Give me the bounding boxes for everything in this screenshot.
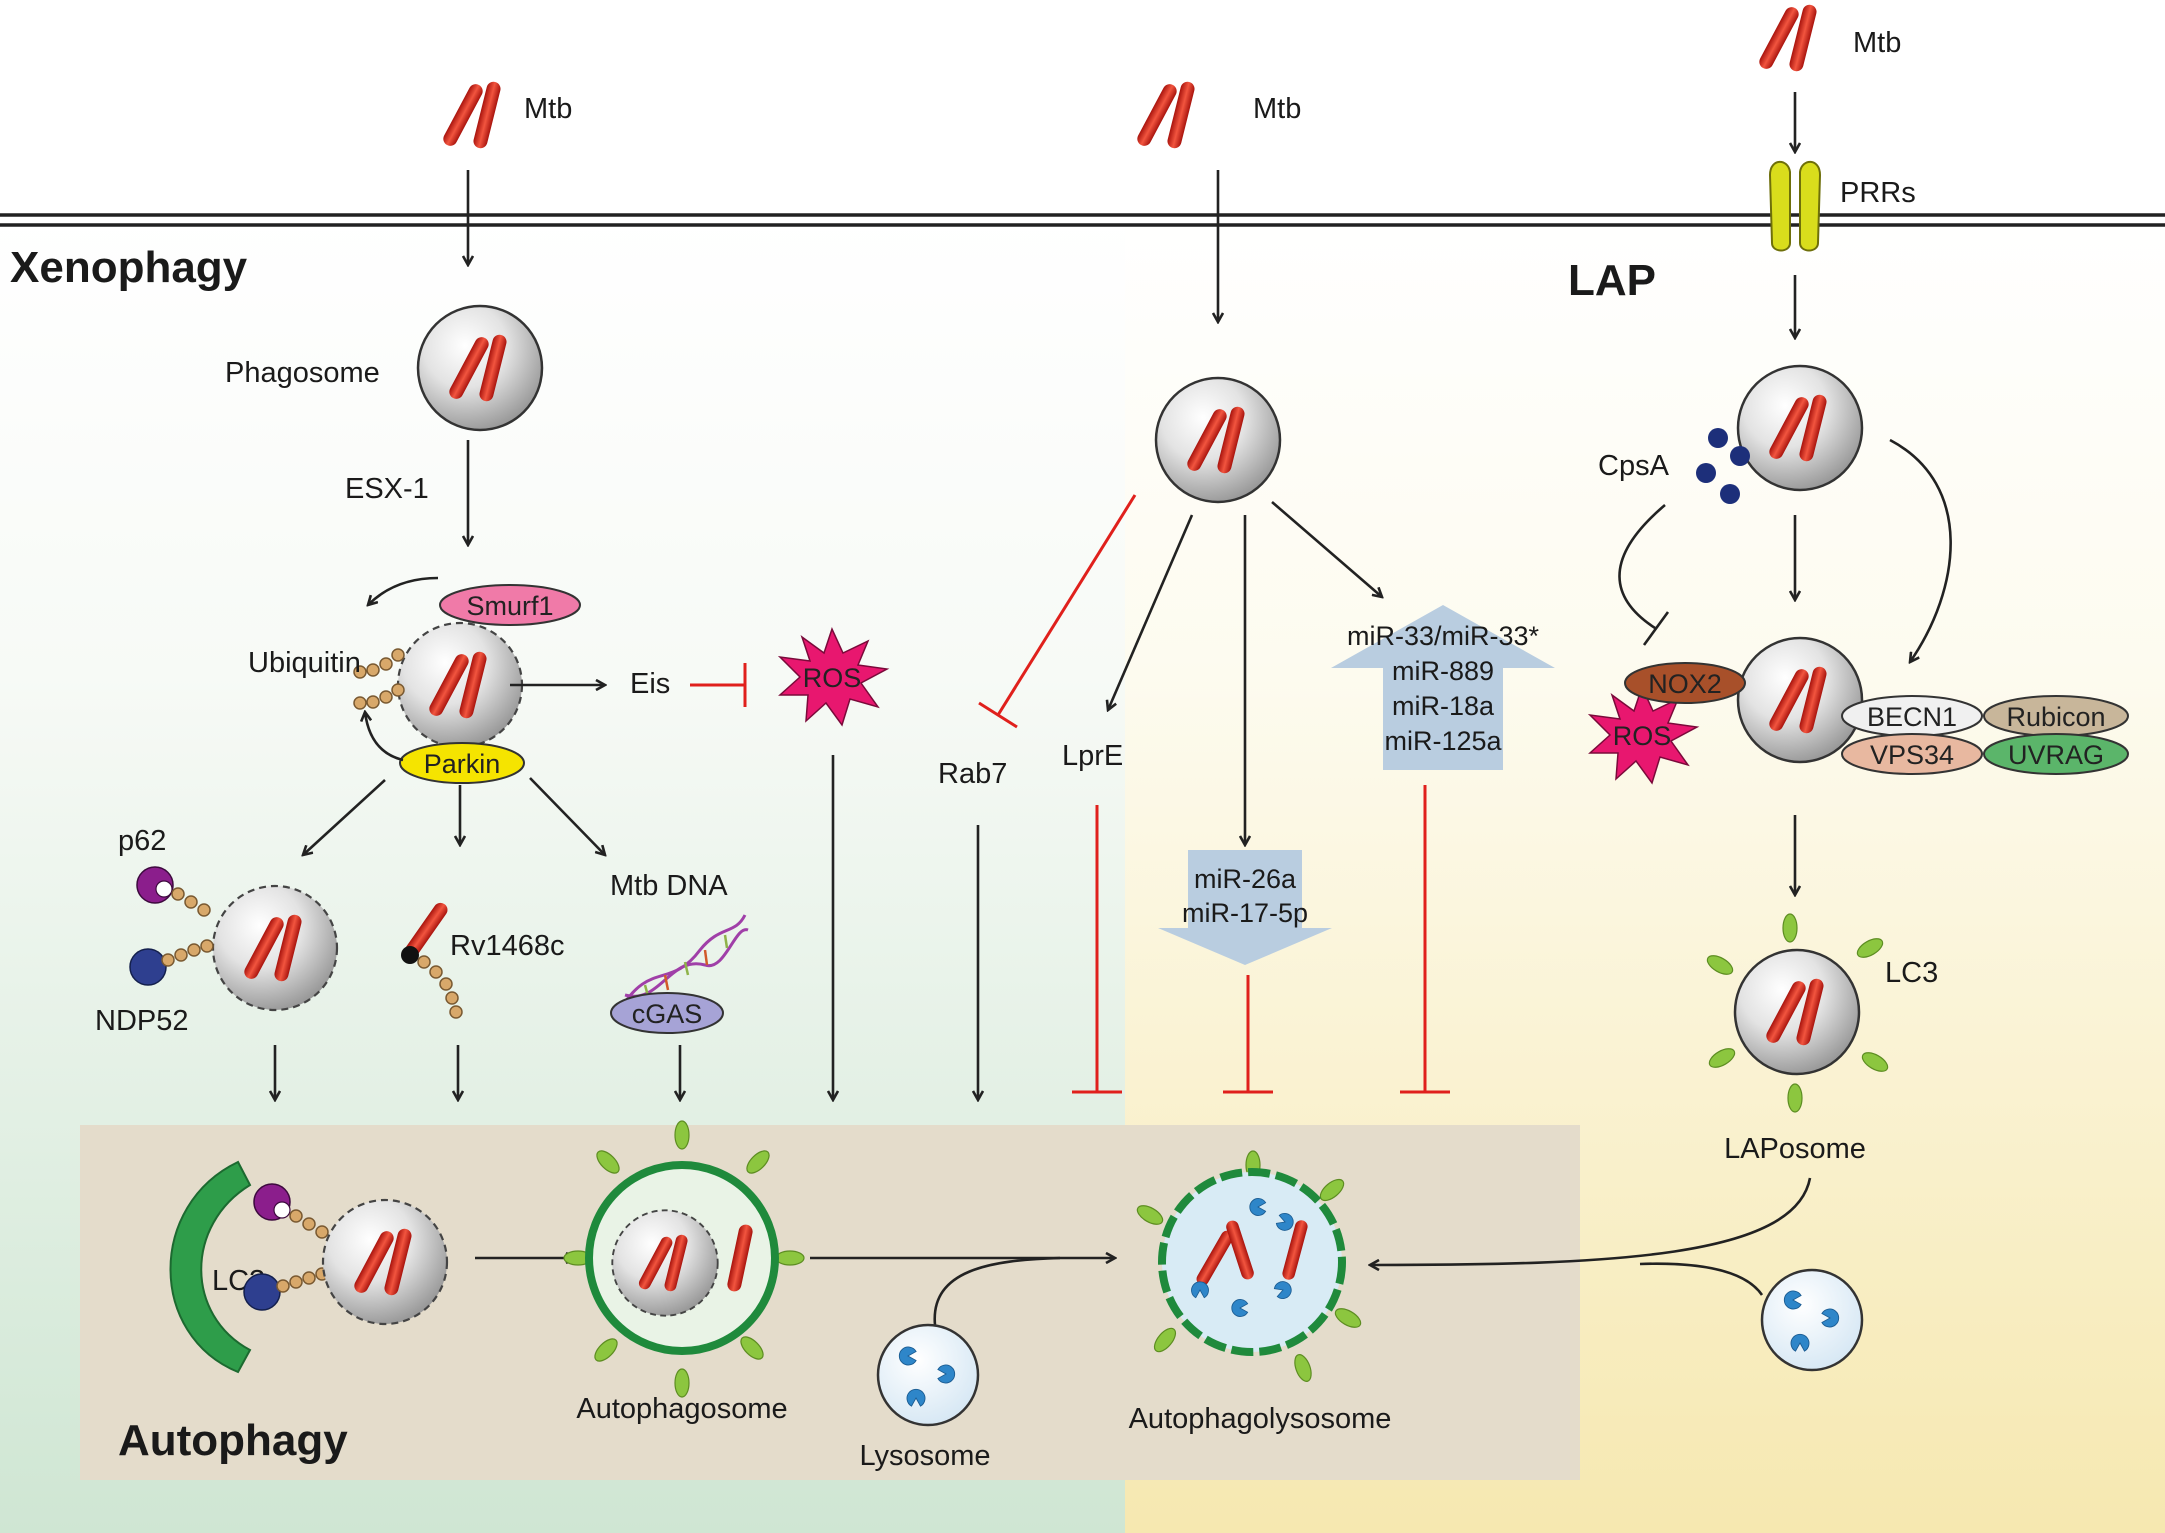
lysosome-label: Lysosome bbox=[859, 1440, 990, 1472]
uvrag-label: UVRAG bbox=[2008, 740, 2104, 770]
ros-right-label: ROS bbox=[1613, 721, 1672, 751]
becn1-label: BECN1 bbox=[1867, 702, 1957, 732]
autophagosome-label: Autophagosome bbox=[576, 1393, 787, 1425]
ubiquitin-label: Ubiquitin bbox=[248, 647, 361, 679]
cgas-label: cGAS bbox=[632, 999, 703, 1029]
mir-down-1: miR-26a bbox=[1194, 864, 1297, 894]
mir-upregulated-list: miR-33/miR-33* miR-889 miR-18a miR-125a bbox=[1347, 621, 1540, 756]
laposome-label: LAPosome bbox=[1724, 1133, 1866, 1165]
mtb-label-mid: Mtb bbox=[1253, 93, 1301, 125]
lap-title: LAP bbox=[1568, 256, 1656, 305]
mir-up-3: miR-18a bbox=[1392, 691, 1495, 721]
phagosome-label: Phagosome bbox=[225, 357, 380, 389]
autophagy-title: Autophagy bbox=[118, 1416, 348, 1465]
parkin-protein: Parkin bbox=[399, 742, 525, 784]
rubicon-label: Rubicon bbox=[2006, 702, 2105, 732]
nox2-phagosome bbox=[1738, 638, 1862, 762]
arrow-to-p62-branch bbox=[303, 779, 386, 855]
lysosome-right-fusion-curve bbox=[1639, 1262, 1764, 1296]
rubicon-protein: Rubicon bbox=[1983, 695, 2129, 737]
mtb-label-right: Mtb bbox=[1853, 27, 1901, 59]
arrow-to-lpre bbox=[1108, 514, 1194, 710]
rv1468c-label: Rv1468c bbox=[450, 930, 564, 962]
mir-downregulated-arrow bbox=[1158, 850, 1332, 965]
mtb-bacterium-mid bbox=[1135, 80, 1196, 149]
prrs-label: PRRs bbox=[1840, 177, 1916, 209]
mir-up-4: miR-125a bbox=[1384, 726, 1502, 756]
mir-down-2: miR-17-5p bbox=[1182, 898, 1308, 928]
lpre-label: LprE bbox=[1062, 740, 1123, 772]
autophagolysosome-label: Autophagolysosome bbox=[1129, 1403, 1392, 1435]
vps34-label: VPS34 bbox=[1870, 740, 1954, 770]
prr-receptor bbox=[1768, 160, 1822, 252]
eis-label: Eis bbox=[630, 668, 670, 700]
ros-burst-right: ROS bbox=[1587, 684, 1700, 785]
ros-left-label: ROS bbox=[803, 663, 862, 693]
mir-up-1: miR-33/miR-33* bbox=[1347, 621, 1540, 651]
cpsa-label: CpsA bbox=[1598, 450, 1670, 482]
mir-downregulated-list: miR-26a miR-17-5p bbox=[1182, 864, 1308, 928]
arrow-to-cgas-branch bbox=[529, 777, 605, 855]
lysosome bbox=[876, 1323, 980, 1427]
rab7-inhibit-bar bbox=[978, 701, 1018, 729]
autophagosome bbox=[563, 1120, 805, 1398]
smurf1-label: Smurf1 bbox=[466, 591, 553, 621]
nox2-protein: NOX2 bbox=[1624, 662, 1746, 704]
smurf1-ubiquitin-arrow bbox=[368, 576, 439, 605]
lysosome-fusion-curve bbox=[933, 1256, 1061, 1326]
rv1468c-protein bbox=[401, 946, 419, 964]
ndp52-protein bbox=[129, 948, 167, 986]
ros-burst-left: ROS bbox=[777, 626, 890, 727]
ubiquitinated-phagosome bbox=[398, 623, 522, 747]
smurf1-protein: Smurf1 bbox=[439, 584, 581, 626]
mir-upregulated-arrow bbox=[1331, 605, 1555, 770]
arrow-to-mir-up bbox=[1271, 501, 1382, 597]
p62-ring bbox=[155, 880, 173, 898]
cpsa-inhibit-bar bbox=[1642, 611, 1670, 646]
mtb-label-left: Mtb bbox=[524, 93, 572, 125]
ndp52-label: NDP52 bbox=[95, 1005, 189, 1037]
autophagolysosome bbox=[1133, 1150, 1365, 1385]
autophagy-target-phagosome bbox=[323, 1200, 447, 1324]
lc3-phagophore bbox=[169, 1160, 252, 1374]
uvrag-protein: UVRAG bbox=[1983, 733, 2129, 775]
cpsa-molecules bbox=[1696, 428, 1750, 504]
arrow-phagosome-to-pi3k-complex bbox=[1889, 438, 1952, 662]
vps34-protein: VPS34 bbox=[1841, 733, 1983, 775]
lc3-lap-label: LC3 bbox=[1885, 957, 1938, 989]
esx1-label: ESX-1 bbox=[345, 473, 429, 505]
mtb-bacterium-right bbox=[1757, 3, 1818, 72]
xenophagy-title: Xenophagy bbox=[10, 243, 248, 292]
rab7-label: Rab7 bbox=[938, 758, 1007, 790]
p62-auto-ring bbox=[273, 1201, 291, 1219]
mtb-bacterium-left bbox=[441, 80, 502, 149]
phagosome-left bbox=[418, 306, 542, 430]
p62-label: p62 bbox=[118, 825, 166, 857]
phagosome-mid bbox=[1156, 378, 1280, 502]
becn1-protein: BECN1 bbox=[1841, 695, 1983, 737]
arrow-laposome-to-autophagolysosome bbox=[1370, 1177, 1812, 1265]
mtb-dna-label: Mtb DNA bbox=[610, 870, 728, 902]
mid-inhibits-rab7 bbox=[996, 494, 1137, 716]
cpsa-inhibits-nox2 bbox=[1618, 504, 1666, 630]
mir-up-2: miR-889 bbox=[1392, 656, 1494, 686]
nox2-label: NOX2 bbox=[1648, 669, 1722, 699]
parkin-label: Parkin bbox=[424, 749, 501, 779]
cgas-protein: cGAS bbox=[610, 992, 724, 1034]
ndp52-auto-protein bbox=[243, 1273, 281, 1311]
parkin-ubiquitin-arrow bbox=[365, 712, 404, 762]
phagosome-lap bbox=[1738, 366, 1862, 490]
lysosome-right bbox=[1760, 1268, 1864, 1372]
adaptor-phagosome bbox=[213, 886, 337, 1010]
